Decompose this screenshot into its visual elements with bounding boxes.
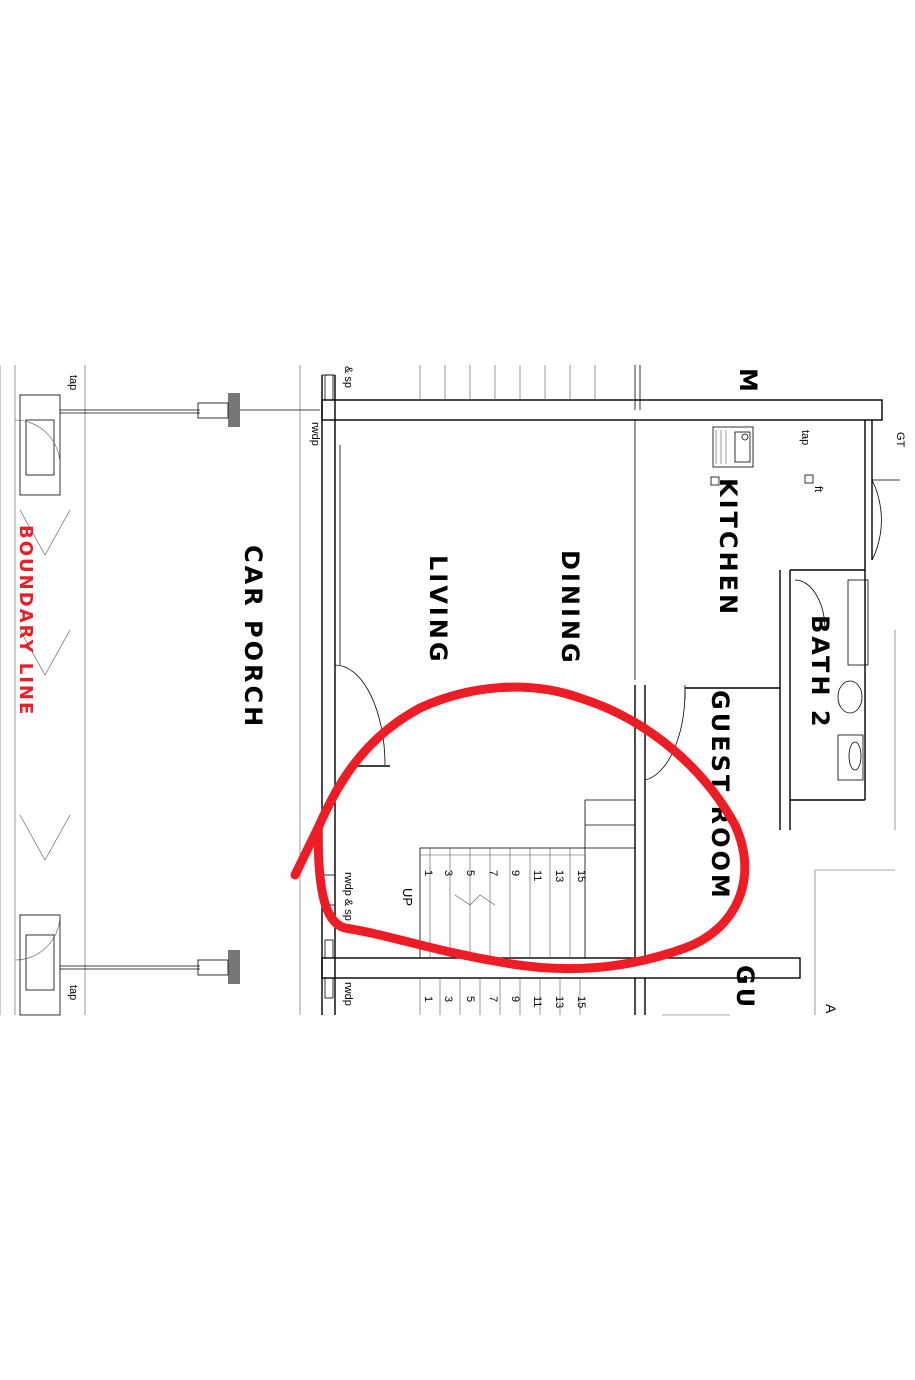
red-markup-circle <box>313 682 750 974</box>
red-markup-tail <box>290 823 323 880</box>
living-label: LIVING <box>424 555 452 665</box>
boundary-line-label: BOUNDARY LINE <box>15 525 36 716</box>
stair-step-lower-11: 11 <box>531 996 543 1007</box>
guest-room-2-label: GU <box>731 965 759 1010</box>
a-partial-label: A <box>823 1004 839 1014</box>
tap-label-top: tap <box>67 375 79 390</box>
car-porch-label: CAR PORCH <box>239 545 267 729</box>
tap-label-bottom: tap <box>67 985 79 1000</box>
annotations: tap tap tap ft & sp rwdp rwdp & sp rwdp … <box>67 366 906 1014</box>
tap-label-kitchen: tap <box>799 430 811 445</box>
room-labels: CAR PORCH LIVING DINING KITCHEN GUEST RO… <box>15 368 834 1010</box>
sp-label-top: & sp <box>342 366 354 388</box>
stair-step-lower-5: 5 <box>464 996 476 1002</box>
stair-step-lower-15: 15 <box>575 996 587 1008</box>
up-label: UP <box>400 888 415 906</box>
stair-step-lower-9: 9 <box>509 996 521 1002</box>
stair-step-11: 11 <box>531 870 543 881</box>
rwdp-sp-label: rwdp & sp <box>342 872 354 921</box>
kitchen-label: KITCHEN <box>714 478 742 617</box>
stair-step-lower-1: 1 <box>422 996 434 1002</box>
rwdp-label-top: rwdp <box>309 422 321 446</box>
stair-step-5: 5 <box>464 870 476 876</box>
rwdp-label-bottom: rwdp <box>342 982 354 1006</box>
top-partial-label: M <box>734 368 762 395</box>
bath-2-label: BATH 2 <box>806 615 834 730</box>
plan-linework <box>0 365 900 1016</box>
dining-label: DINING <box>556 550 584 666</box>
stair-step-lower-3: 3 <box>442 996 454 1002</box>
ft-label-kitchen: ft <box>812 486 824 492</box>
stair-step-lower-7: 7 <box>487 996 499 1002</box>
gt-label: GT <box>894 432 906 448</box>
stair-step-15: 15 <box>575 870 587 882</box>
stair-step-9: 9 <box>509 870 521 876</box>
stair-step-lower-13: 13 <box>553 996 565 1008</box>
stair-step-13: 13 <box>553 870 565 882</box>
stair-step-1: 1 <box>422 870 434 876</box>
stair-step-3: 3 <box>442 870 454 876</box>
stair-step-7: 7 <box>487 870 499 876</box>
